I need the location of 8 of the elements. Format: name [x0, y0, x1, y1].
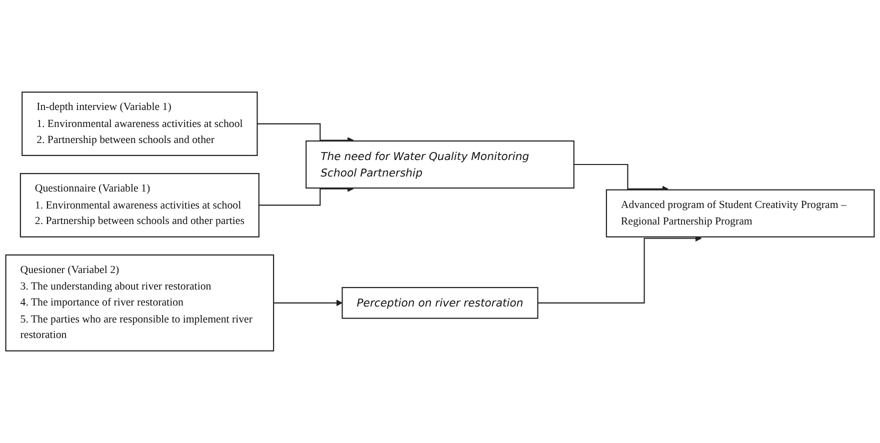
- arrow: [274, 300, 343, 306]
- node-box: [306, 140, 574, 189]
- node-box: [22, 92, 258, 156]
- node-box: [342, 287, 538, 319]
- node-box: [5, 254, 274, 352]
- arrow: [538, 235, 702, 304]
- node-box: [606, 189, 875, 238]
- node-box: [20, 173, 260, 238]
